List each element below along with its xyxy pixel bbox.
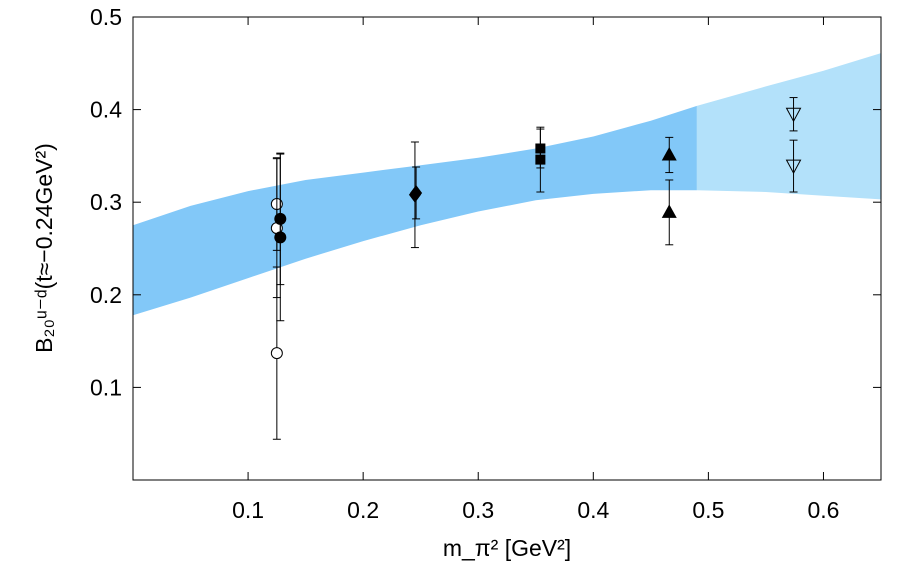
y-ticks: 0.1 0.2 0.3 0.4 0.5 bbox=[90, 4, 881, 400]
y-tick-label: 0.1 bbox=[90, 374, 122, 400]
x-tick-label: 0.4 bbox=[577, 497, 609, 523]
y-axis-title: B₂₀ᵘ⁻ᵈ(t≈−0.24GeV²) bbox=[31, 143, 57, 353]
data-point bbox=[274, 231, 287, 244]
data-point bbox=[785, 107, 802, 123]
x-axis-title: m_π² [GeV²] bbox=[443, 535, 571, 561]
y-tick-label: 0.3 bbox=[90, 189, 122, 215]
x-tick-label: 0.1 bbox=[232, 497, 264, 523]
y-tick-label: 0.2 bbox=[90, 282, 122, 308]
data-point bbox=[535, 154, 546, 165]
x-tick-label: 0.6 bbox=[807, 497, 839, 523]
y-tick-label: 0.5 bbox=[90, 4, 122, 30]
plot-frame bbox=[132, 16, 882, 481]
y-tick-label: 0.4 bbox=[90, 97, 122, 123]
data-point bbox=[661, 146, 677, 161]
data-point bbox=[270, 347, 283, 360]
series-layer bbox=[270, 97, 802, 440]
data-point bbox=[410, 184, 423, 201]
x-tick-label: 0.3 bbox=[462, 497, 494, 523]
band-layer bbox=[133, 53, 881, 316]
x-tick-label: 0.2 bbox=[347, 497, 379, 523]
error-band-1 bbox=[696, 53, 881, 200]
data-point bbox=[661, 204, 677, 218]
x-tick-label: 0.5 bbox=[692, 497, 724, 523]
x-ticks: 0.1 0.2 0.3 0.4 0.5 0.6 bbox=[232, 17, 839, 523]
data-point bbox=[785, 159, 802, 175]
